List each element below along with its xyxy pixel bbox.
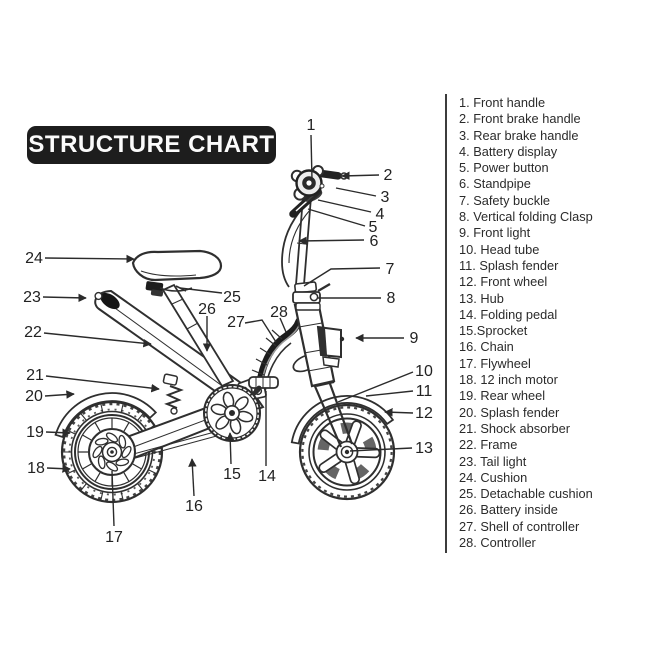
legend-item-19: 19. Rear wheel (459, 388, 546, 404)
legend-item-16: 16. Chain (459, 339, 514, 355)
legend-item-25: 25. Detachable cushion (459, 486, 593, 502)
title-banner: STRUCTURE CHART (27, 126, 276, 164)
legend-item-6: 6. Standpipe (459, 176, 531, 192)
front-fender (290, 395, 395, 445)
callout-27-label: 27 (227, 314, 245, 331)
callout-10-label: 10 (415, 363, 433, 380)
callout-8-label: 8 (387, 290, 396, 307)
legend-item-1: 1. Front handle (459, 95, 546, 110)
legend-item-21: 21. Shock absorber (459, 420, 570, 436)
legend-list: 1. Front handle 2. Front brake handle 3.… (459, 95, 643, 551)
legend-item-27: 27. Shell of controller (459, 518, 580, 534)
callout-13-label: 13 (415, 440, 433, 457)
legend-item-12: 12. Front wheel (459, 274, 548, 290)
callout-28-label: 28 (270, 304, 288, 321)
handlebar (289, 165, 348, 218)
callout-24-label: 24 (25, 250, 43, 267)
legend-item-18: 18. 12 inch motor (459, 372, 558, 388)
legend-item-26: 26. Battery inside (459, 502, 558, 518)
callout-4-label: 4 (376, 206, 385, 223)
tail-light (100, 292, 120, 310)
legend-item-28: 28. Controller (459, 535, 536, 551)
frame (94, 289, 243, 403)
callout-19-label: 19 (26, 424, 44, 441)
legend-item-24: 24. Cushion (459, 469, 528, 485)
brake-cables (281, 204, 311, 288)
legend-item-14: 14. Folding pedal (459, 306, 558, 322)
legend-item-10: 10. Head tube (459, 241, 540, 257)
hub-motor (88, 428, 136, 476)
shock-absorber (162, 373, 184, 415)
callout-23-label: 23 (23, 289, 41, 306)
seat-clamp (145, 281, 164, 292)
seat-post (161, 283, 235, 388)
legend-item-5: 5. Power button (459, 160, 549, 176)
callout-20-label: 20 (25, 388, 43, 405)
callout-3-label: 3 (381, 189, 390, 206)
legend-item-9: 9. Front light (459, 225, 531, 241)
chain (125, 429, 225, 461)
front-light (316, 325, 345, 368)
callout-9-label: 9 (410, 330, 419, 347)
legend-item-13: 13. Hub (459, 290, 504, 306)
callout-6-label: 6 (370, 233, 379, 250)
callout-17-label: 17 (105, 529, 123, 546)
callout-22-label: 22 (24, 324, 42, 341)
legend-item-20: 20. Splash fender (459, 404, 560, 420)
folding-clasp (292, 281, 331, 311)
callout-18-label: 18 (27, 460, 45, 477)
sprocket (203, 376, 279, 442)
callout-15-label: 15 (223, 466, 241, 483)
legend-item-2: 2. Front brake handle (459, 111, 581, 127)
saddle (131, 249, 223, 297)
callout-14-label: 14 (258, 468, 276, 485)
callout-21-label: 21 (26, 367, 44, 384)
callout-5-label: 5 (369, 219, 378, 236)
legend-item-4: 4. Battery display (459, 143, 558, 159)
legend-item-7: 7. Safety buckle (459, 192, 551, 208)
legend-item-17: 17. Flywheel (459, 355, 531, 371)
callout-12-label: 12 (415, 405, 433, 422)
legend-item-11: 11. Splash fender (459, 257, 559, 273)
callout-11-label: 11 (416, 383, 433, 400)
callout-26-label: 26 (198, 301, 216, 318)
legend-item-22: 22. Frame (459, 437, 518, 453)
callout-25-label: 25 (223, 289, 241, 306)
callout-2-label: 2 (384, 167, 393, 184)
legend-panel: 1. Front handle 2. Front brake handle 3.… (459, 95, 643, 551)
page-title: STRUCTURE CHART (28, 131, 275, 158)
legend-item-3: 3. Rear brake handle (459, 127, 579, 143)
front-wheel (298, 403, 396, 501)
legend-item-23: 23. Tail light (459, 453, 527, 469)
callout-7-label: 7 (386, 261, 395, 278)
legend-item-8: 8. Vertical folding Clasp (459, 209, 593, 225)
callout-labels: 1 2 3 4 5 6 7 8 9 10 11 12 13 14 15 16 1… (23, 117, 433, 546)
callout-1-label: 1 (307, 117, 316, 134)
callout-16-label: 16 (185, 498, 203, 515)
legend-item-15: 15.Sprocket (459, 323, 528, 339)
controller-shell (251, 317, 303, 394)
legend-divider (445, 94, 448, 553)
leader-lines (42, 134, 414, 527)
rear-fender (54, 392, 158, 439)
